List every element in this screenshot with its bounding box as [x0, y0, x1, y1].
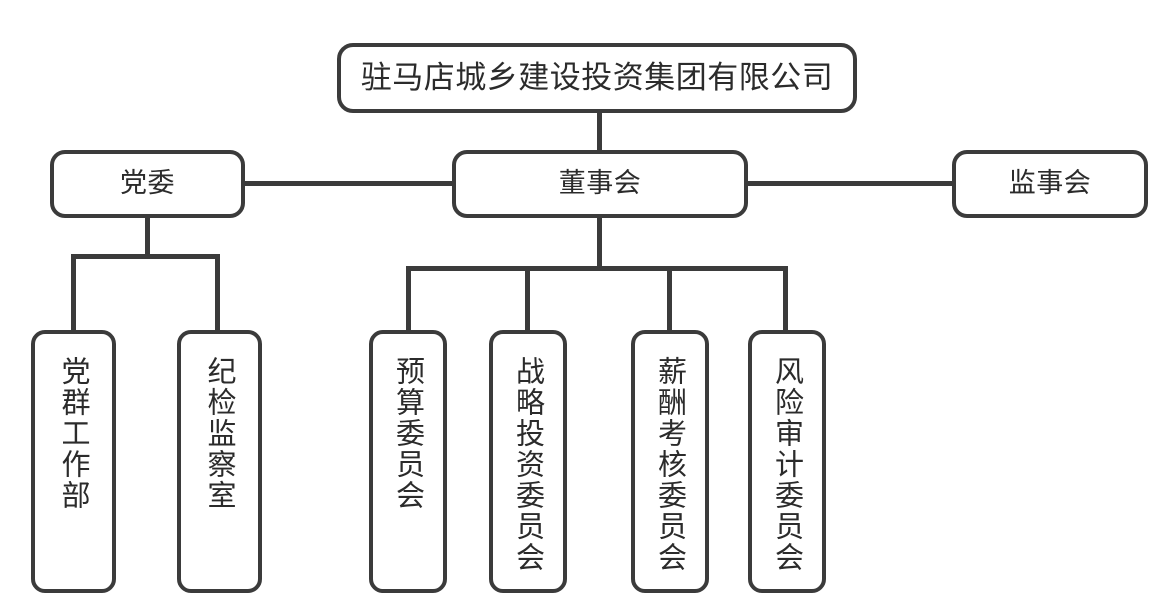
connector-board-bus	[406, 266, 787, 271]
connector-board-child-4	[783, 266, 788, 332]
node-root-company[interactable]: 驻马店城乡建设投资集团有限公司	[337, 43, 857, 113]
connector-party-child-2	[215, 254, 220, 332]
connector-board-to-supervisors	[748, 181, 953, 186]
connector-party-child-1	[71, 254, 76, 332]
node-root-company-label: 驻马店城乡建设投资集团有限公司	[360, 59, 834, 96]
node-discipline-inspection-office[interactable]: 纪检监察室	[177, 330, 262, 593]
node-party-mass-work-dept[interactable]: 党群工作部	[31, 330, 116, 593]
connector-root-stem	[597, 113, 602, 151]
connector-board-child-1	[406, 266, 411, 332]
node-budget-committee[interactable]: 预算委员会	[369, 330, 447, 593]
node-party-committee[interactable]: 党委	[50, 150, 245, 218]
connector-party-to-board	[245, 181, 453, 186]
connector-board-child-3	[667, 266, 672, 332]
node-board-of-directors-label: 董事会	[558, 167, 642, 199]
node-board-of-directors[interactable]: 董事会	[452, 150, 748, 218]
connector-board-stem	[597, 218, 602, 270]
node-risk-audit-committee[interactable]: 风险审计委员会	[748, 330, 826, 593]
connector-party-stem	[145, 218, 150, 258]
node-party-mass-work-dept-label: 党群工作部	[57, 356, 91, 511]
node-compensation-assessment-committee[interactable]: 薪酬考核委员会	[631, 330, 709, 593]
connector-board-child-2	[525, 266, 530, 332]
node-strategic-investment-committee[interactable]: 战略投资委员会	[489, 330, 567, 593]
node-risk-audit-committee-label: 风险审计委员会	[770, 356, 805, 573]
node-strategic-investment-committee-label: 战略投资委员会	[511, 356, 546, 573]
node-board-of-supervisors-label: 监事会	[1008, 167, 1092, 199]
node-compensation-assessment-committee-label: 薪酬考核委员会	[653, 356, 688, 573]
node-board-of-supervisors[interactable]: 监事会	[952, 150, 1148, 218]
node-budget-committee-label: 预算委员会	[391, 356, 426, 511]
node-party-committee-label: 党委	[120, 167, 175, 199]
connector-party-bus	[71, 254, 220, 259]
node-discipline-inspection-office-label: 纪检监察室	[203, 356, 237, 511]
